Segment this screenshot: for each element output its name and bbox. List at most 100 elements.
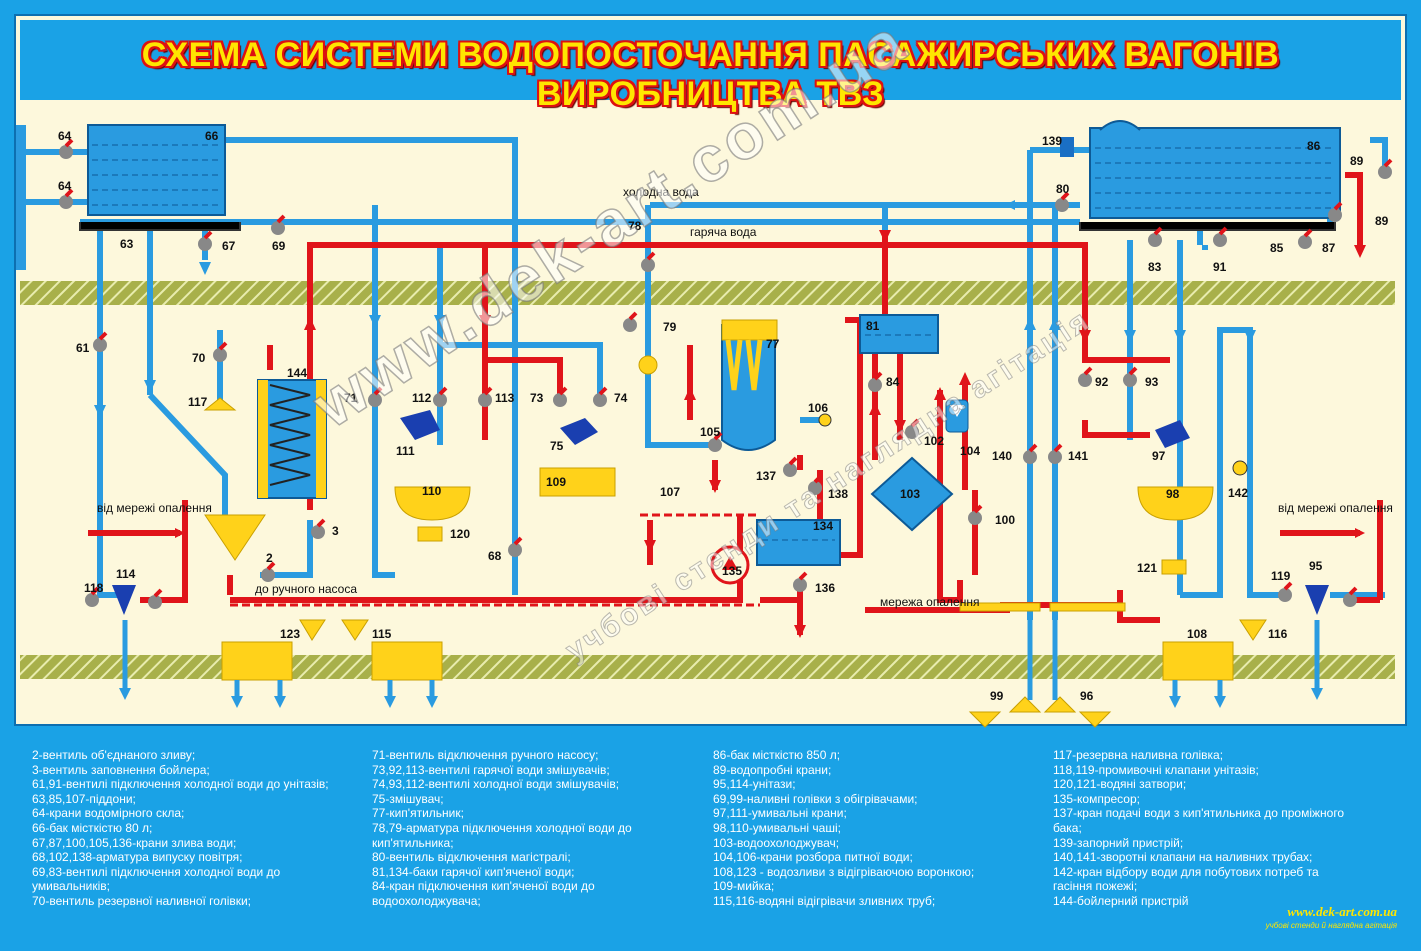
legend-item: 103-водоохолоджувач; xyxy=(713,835,840,850)
num-141: 141 xyxy=(1068,449,1088,463)
num-78: 78 xyxy=(628,219,642,233)
legend-item: 81,134-баки гарячої кип'яченої води; xyxy=(372,864,575,879)
num-103: 103 xyxy=(900,487,920,501)
legend-col-4: 117-резервна наливна голівка; 118,119-пр… xyxy=(1053,748,1344,909)
device-139 xyxy=(1060,137,1074,157)
heating-net-segment-2 xyxy=(1049,602,1126,612)
drain-arrowheads xyxy=(119,688,1323,708)
num-73: 73 xyxy=(530,391,544,405)
num-104: 104 xyxy=(960,444,980,458)
legend-item: 75-змішувач; xyxy=(372,791,444,806)
num-144: 144 xyxy=(287,366,307,380)
drain-115 xyxy=(371,641,443,681)
small-funnels xyxy=(203,397,1267,728)
legend-item: 78,79-арматура підключення холодної води… xyxy=(372,820,632,835)
legend-item: 120,121-водяні затвори; xyxy=(1053,777,1187,792)
num-75: 75 xyxy=(550,439,564,453)
num-77: 77 xyxy=(766,337,780,351)
seal-121 xyxy=(1161,559,1187,575)
num-142: 142 xyxy=(1228,486,1248,500)
num-2: 2 xyxy=(266,551,273,565)
legend-item: 95,114-унітази; xyxy=(713,777,796,792)
legend-item: 142-кран відбору води для побутових потр… xyxy=(1053,864,1319,879)
legend-item: 98,110-умивальні чаші; xyxy=(713,820,841,835)
num-91: 91 xyxy=(1213,260,1227,274)
num-114: 114 xyxy=(116,567,136,581)
legend-item: 108,123 - водозливи з відігріваючою воро… xyxy=(713,864,975,879)
num-61: 61 xyxy=(76,341,90,355)
left-wall-pipe xyxy=(16,125,26,270)
page-title: СХЕМА СИСТЕМИ ВОДОПОСТОЧАННЯ ПАСАЖИРСЬКИ… xyxy=(141,36,1280,113)
legend-item: 97,111-умивальні крани; xyxy=(713,806,847,821)
num-108: 108 xyxy=(1187,627,1207,641)
num-93: 93 xyxy=(1145,375,1159,389)
num-99: 99 xyxy=(990,689,1004,703)
sink-109 xyxy=(539,467,616,497)
site-link[interactable]: www.dek-art.com.ua xyxy=(1287,904,1397,919)
legend-item: кип'ятильника; xyxy=(372,835,454,850)
num-96: 96 xyxy=(1080,689,1094,703)
legend-item: 117-резервна наливна голівка; xyxy=(1053,748,1224,762)
legend-item: 2-вентиль об'єднаного зливу; xyxy=(32,748,196,762)
num-107: 107 xyxy=(660,485,680,499)
legend-item: 86-бак місткістю 850 л; xyxy=(713,748,841,762)
hot-arrows xyxy=(304,230,1366,638)
floor-upper xyxy=(20,281,1395,305)
num-3: 3 xyxy=(332,524,339,538)
site-subtitle: учбові стенди й наглядна агітація xyxy=(1265,921,1397,930)
num-105: 105 xyxy=(700,425,720,439)
legend-item: 144-бойлерний пристрій xyxy=(1053,893,1189,908)
legend-item: 80-вентиль відключення магістралі; xyxy=(372,850,571,865)
num-117: 117 xyxy=(188,395,208,409)
funnel xyxy=(204,514,266,561)
num-63: 63 xyxy=(120,237,134,251)
legend-item: 66-бак місткістю 80 л; xyxy=(32,820,153,835)
legend-item: гасіння пожежі; xyxy=(1053,879,1138,894)
label-heating-right: від мережі опалення xyxy=(1278,501,1393,515)
legend-item: бака; xyxy=(1053,820,1082,835)
label-heating-net: мережа опалення xyxy=(880,595,979,609)
num-111: 111 xyxy=(396,444,415,458)
num-137: 137 xyxy=(756,469,776,483)
num-79: 79 xyxy=(663,320,677,334)
num-84: 84 xyxy=(886,375,900,389)
label-hot-water: гаряча вода xyxy=(690,225,757,239)
num-106: 106 xyxy=(808,401,828,415)
num-115: 115 xyxy=(372,627,392,641)
legend-col-1: 2-вентиль об'єднаного зливу; 3-вентиль з… xyxy=(32,748,329,909)
num-109: 109 xyxy=(546,475,566,489)
num-102: 102 xyxy=(924,434,944,448)
num-89a: 89 xyxy=(1350,154,1364,168)
wash-taps xyxy=(400,410,1190,448)
boiler-77 xyxy=(721,324,776,451)
num-118: 118 xyxy=(84,581,104,595)
tank-134 xyxy=(756,519,841,566)
basin-110 xyxy=(394,486,471,521)
num-64a: 64 xyxy=(58,129,72,143)
num-87: 87 xyxy=(1322,241,1336,255)
num-64b: 64 xyxy=(58,179,72,193)
tank-86 xyxy=(1089,127,1341,219)
legend-item: 63,85,107-піддони; xyxy=(32,791,136,806)
drain-arrows xyxy=(122,620,1320,700)
valves xyxy=(59,138,1393,609)
label-to-pump: до ручного насоса xyxy=(255,582,357,596)
num-110: 110 xyxy=(422,484,442,498)
cooler-103 xyxy=(870,456,954,532)
num-71: 71 xyxy=(344,391,358,405)
legend-item: 61,91-вентилі підключення холодної води … xyxy=(32,777,329,792)
num-121: 121 xyxy=(1137,561,1157,575)
heating-pipes xyxy=(230,513,760,607)
num-97: 97 xyxy=(1152,449,1166,463)
tank-86-levels xyxy=(1095,147,1335,209)
legend-item: 137-кран подачі води з кип'ятильника до … xyxy=(1053,806,1345,821)
drain-123 xyxy=(221,641,293,681)
legend-item: 74,93,112-вентилі холодної води змішувач… xyxy=(372,777,620,792)
num-119: 119 xyxy=(1271,569,1291,583)
legend-item: 68,102,138-арматура випуску повітря; xyxy=(32,850,243,865)
label-cold-water: холодна вода xyxy=(623,185,699,199)
num-81: 81 xyxy=(866,319,880,333)
legend-item: 3-вентиль заповнення бойлера; xyxy=(32,762,210,777)
legend-item: 64-крани водомірного скла; xyxy=(32,806,185,821)
